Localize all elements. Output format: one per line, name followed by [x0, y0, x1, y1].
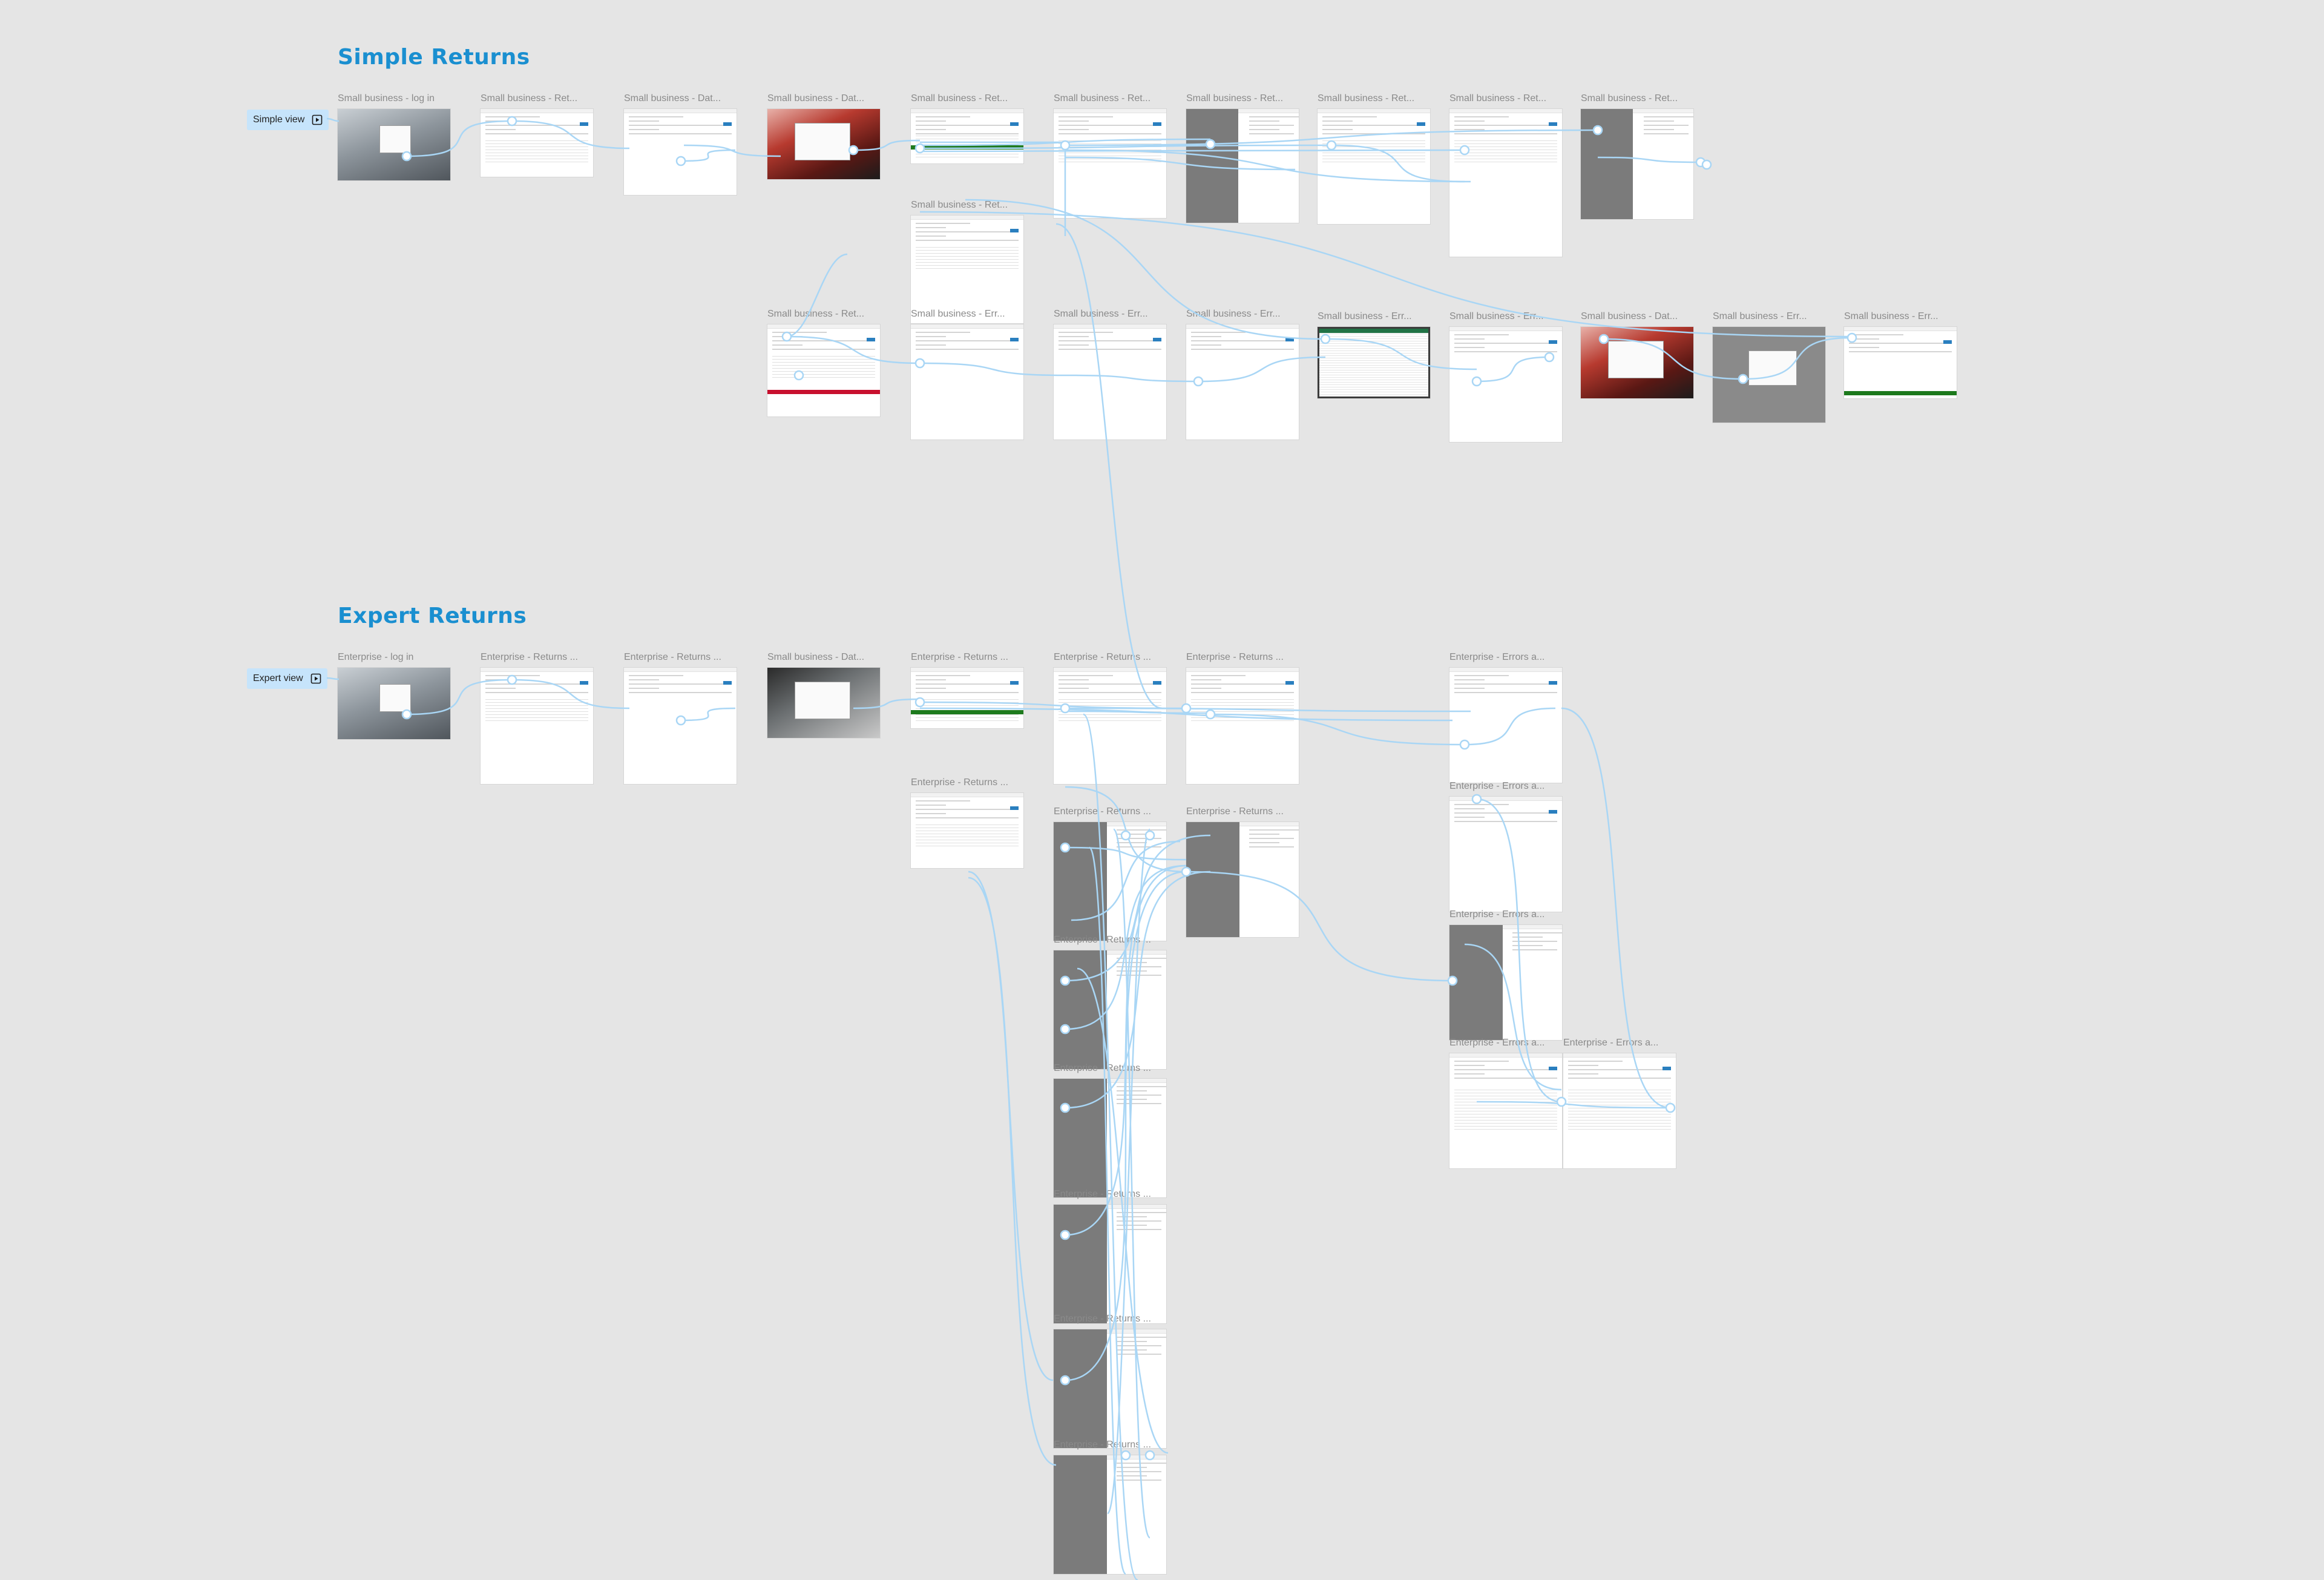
frame-thumbnail[interactable] — [1186, 822, 1299, 937]
frame-thumbnail[interactable] — [338, 109, 450, 180]
frame-thumbnail[interactable] — [1054, 1079, 1166, 1197]
frame-thumbnail[interactable] — [1054, 1455, 1166, 1574]
frame-label[interactable]: Enterprise - Returns ... — [1054, 935, 1151, 945]
flow-start-label: Simple view — [253, 114, 305, 125]
frame-label[interactable]: Enterprise - Returns ... — [911, 777, 1008, 788]
frame-thumbnail[interactable] — [624, 668, 737, 784]
frame-thumbnail[interactable] — [911, 793, 1023, 868]
frame-thumbnail[interactable] — [767, 324, 880, 416]
frame-thumbnail[interactable] — [1563, 1053, 1676, 1168]
frame-thumbnail[interactable] — [1186, 109, 1299, 223]
link-hotspot — [1695, 157, 1706, 168]
frame-thumbnail[interactable] — [911, 109, 1023, 163]
frame-thumbnail[interactable] — [1449, 1053, 1562, 1168]
frame-thumbnail[interactable] — [338, 668, 450, 739]
frame-label[interactable]: Enterprise - Returns ... — [1054, 1314, 1151, 1324]
frame-thumbnail[interactable] — [911, 324, 1023, 439]
frame-label[interactable]: Small business - Err... — [1449, 311, 1544, 321]
frame-label[interactable]: Enterprise - log in — [338, 652, 414, 662]
link-hotspot — [1701, 159, 1712, 170]
frame-label[interactable]: Enterprise - Returns ... — [1186, 652, 1284, 662]
frame-label[interactable]: Enterprise - Returns ... — [1054, 1063, 1151, 1073]
frame-thumbnail[interactable] — [1186, 668, 1299, 784]
frame-thumbnail[interactable] — [624, 109, 737, 195]
frame-label[interactable]: Enterprise - Returns ... — [1054, 1440, 1151, 1450]
prototype-link — [968, 871, 1054, 1381]
frame-label[interactable]: Small business - Dat... — [1581, 311, 1678, 321]
frame-thumbnail[interactable] — [1713, 327, 1825, 423]
section-title-expert-returns: Expert Returns — [338, 604, 527, 628]
frame-label[interactable]: Small business - Err... — [1713, 311, 1807, 321]
frame-label[interactable]: Small business - Err... — [1318, 311, 1412, 321]
frame-label[interactable]: Enterprise - Returns ... — [624, 652, 721, 662]
frame-label[interactable]: Small business - Err... — [1186, 309, 1281, 319]
frame-label[interactable]: Small business - Err... — [1844, 311, 1938, 321]
frame-label[interactable]: Enterprise - Returns ... — [1054, 1189, 1151, 1199]
frame-label[interactable]: Small business - Ret... — [911, 200, 1008, 210]
frame-label[interactable]: Small business - Err... — [1054, 309, 1148, 319]
frame-label[interactable]: Enterprise - Returns ... — [1054, 652, 1151, 662]
frame-label[interactable]: Small business - Dat... — [767, 93, 865, 104]
frame-label[interactable]: Enterprise - Errors a... — [1563, 1038, 1659, 1048]
frame-thumbnail[interactable] — [1186, 324, 1299, 439]
frame-thumbnail[interactable] — [1054, 109, 1166, 218]
prototype-link — [326, 677, 340, 680]
frame-thumbnail[interactable] — [1449, 327, 1562, 442]
frame-label[interactable]: Small business - log in — [338, 93, 435, 104]
frame-label[interactable]: Enterprise - Errors a... — [1449, 781, 1545, 791]
frame-label[interactable]: Small business - Ret... — [911, 93, 1008, 104]
frame-label[interactable]: Enterprise - Errors a... — [1449, 652, 1545, 662]
frame-label[interactable]: Enterprise - Errors a... — [1449, 909, 1545, 920]
frame-thumbnail[interactable] — [767, 109, 880, 179]
frame-label[interactable]: Small business - Ret... — [1318, 93, 1415, 104]
play-icon[interactable] — [312, 114, 323, 125]
frame-thumbnail[interactable] — [911, 668, 1023, 728]
flow-start-label: Expert view — [253, 673, 303, 683]
frame-label[interactable]: Small business - Ret... — [767, 309, 865, 319]
frame-thumbnail[interactable] — [1054, 668, 1166, 784]
frame-thumbnail[interactable] — [1054, 822, 1166, 941]
frame-label[interactable]: Small business - Err... — [911, 309, 1005, 319]
frame-thumbnail[interactable] — [1844, 327, 1957, 398]
frame-thumbnail[interactable] — [481, 668, 593, 784]
play-icon[interactable] — [310, 673, 321, 684]
frame-label[interactable]: Enterprise - Returns ... — [1054, 806, 1151, 817]
frame-thumbnail[interactable] — [1449, 668, 1562, 783]
frame-thumbnail[interactable] — [1054, 1329, 1166, 1448]
section-title-simple-returns: Simple Returns — [338, 45, 530, 70]
frame-label[interactable]: Enterprise - Returns ... — [911, 652, 1008, 662]
frame-label[interactable]: Small business - Ret... — [1581, 93, 1678, 104]
frame-thumbnail[interactable] — [1054, 1205, 1166, 1323]
frame-label[interactable]: Enterprise - Returns ... — [481, 652, 578, 662]
frame-thumbnail[interactable] — [767, 668, 880, 738]
frame-thumbnail[interactable] — [1581, 327, 1693, 398]
frame-thumbnail[interactable] — [911, 216, 1023, 323]
flow-start-expert-view[interactable]: Expert view — [247, 668, 327, 689]
frame-thumbnail[interactable] — [1054, 950, 1166, 1069]
prototype-link — [1055, 223, 1163, 709]
frame-label[interactable]: Small business - Ret... — [1054, 93, 1151, 104]
frame-label[interactable]: Small business - Ret... — [1186, 93, 1284, 104]
frame-thumbnail[interactable] — [1054, 324, 1166, 439]
flow-start-simple-view[interactable]: Simple view — [247, 110, 329, 130]
frame-thumbnail[interactable] — [1449, 925, 1562, 1040]
frame-thumbnail[interactable] — [1318, 327, 1430, 398]
frame-label[interactable]: Small business - Dat... — [624, 93, 721, 104]
frame-thumbnail[interactable] — [1581, 109, 1693, 219]
prototype-link — [968, 877, 1057, 1466]
frame-label[interactable]: Small business - Ret... — [481, 93, 578, 104]
frame-thumbnail[interactable] — [481, 109, 593, 177]
frame-thumbnail[interactable] — [1318, 109, 1430, 224]
frame-label[interactable]: Enterprise - Returns ... — [1186, 806, 1284, 817]
frame-thumbnail[interactable] — [1449, 109, 1562, 257]
frame-label[interactable]: Small business - Dat... — [767, 652, 865, 662]
frame-label[interactable]: Enterprise - Errors a... — [1449, 1038, 1545, 1048]
frame-label[interactable]: Small business - Ret... — [1449, 93, 1547, 104]
frame-thumbnail[interactable] — [1449, 797, 1562, 912]
